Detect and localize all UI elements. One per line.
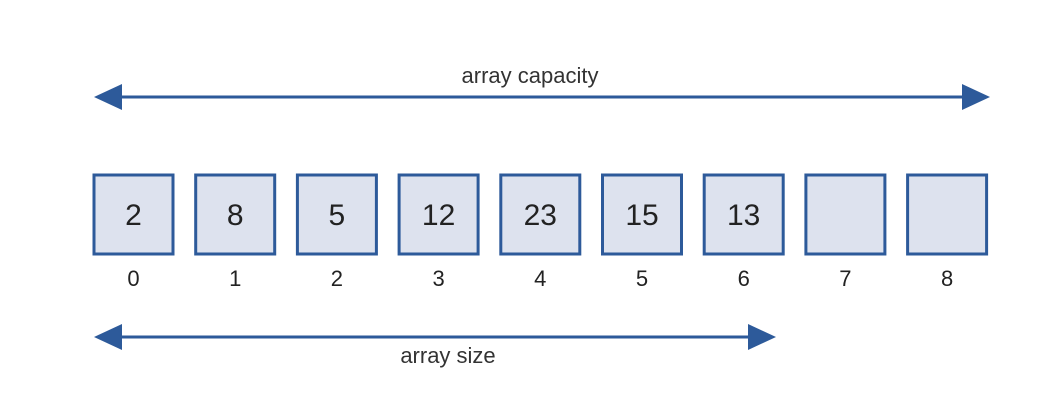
capacity-label: array capacity xyxy=(462,63,599,88)
capacity-arrow xyxy=(94,84,990,110)
cell-index: 3 xyxy=(432,266,444,291)
cell-index: 1 xyxy=(229,266,241,291)
array-cell xyxy=(92,173,175,256)
array-cell xyxy=(397,173,480,256)
cell-value: 23 xyxy=(524,199,557,232)
cell-value: 13 xyxy=(727,199,760,232)
size-arrow xyxy=(94,324,776,350)
size-label: array size xyxy=(400,343,495,368)
cell-index: 2 xyxy=(331,266,343,291)
capacity-arrow-left-head xyxy=(94,84,122,110)
cell-value: 15 xyxy=(625,199,658,232)
array-cell xyxy=(702,173,785,256)
capacity-arrow-right-head xyxy=(962,84,990,110)
cell-value: 5 xyxy=(329,199,346,232)
array-cell xyxy=(295,173,378,256)
cell-index: 0 xyxy=(127,266,139,291)
cell-index: 4 xyxy=(534,266,546,291)
array-cell xyxy=(194,173,277,256)
cell-index: 7 xyxy=(839,266,851,291)
cell-value: 2 xyxy=(125,199,142,232)
cell-value: 8 xyxy=(227,199,244,232)
array-cell xyxy=(601,173,683,256)
cell-index: 5 xyxy=(636,266,648,291)
array-cell xyxy=(804,173,887,256)
cell-index: 8 xyxy=(941,266,953,291)
size-arrow-right-head xyxy=(748,324,776,350)
cell-value: 12 xyxy=(422,199,455,232)
array-cell xyxy=(499,173,582,256)
cell-index: 6 xyxy=(738,266,750,291)
array-cell xyxy=(906,173,989,256)
size-arrow-left-head xyxy=(94,324,122,350)
